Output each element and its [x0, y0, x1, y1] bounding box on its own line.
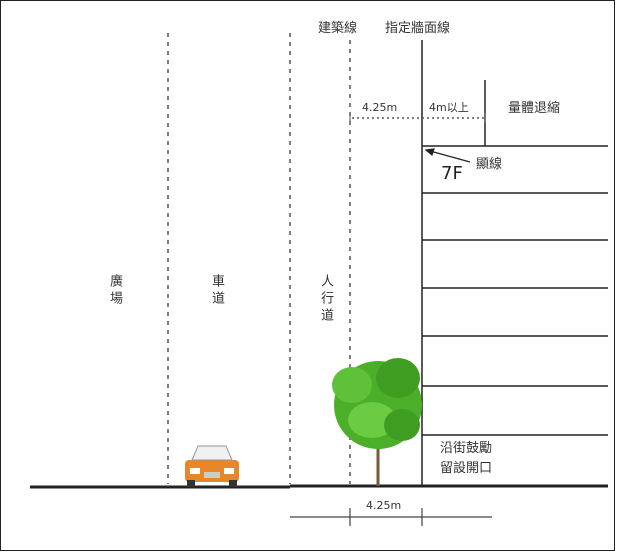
bottom-dimension-line	[290, 508, 492, 526]
designated-wall-line-label: 指定牆面線	[385, 21, 451, 36]
opening-label-line1: 沿街鼓勵	[440, 441, 493, 456]
tree-icon	[332, 358, 422, 486]
skyline-label: 顯線	[476, 157, 503, 172]
opening-label-line2: 留設開口	[440, 461, 493, 476]
skyline-arrow	[424, 148, 471, 163]
plaza-label: 廣場	[107, 274, 122, 308]
roadway-label: 車道	[209, 274, 224, 308]
building	[422, 145, 608, 436]
building-line-label: 建築線	[318, 21, 358, 36]
bottom-dimension-label: 4.25m	[366, 499, 402, 512]
floor-count-label: 7F	[441, 163, 463, 184]
car-icon	[185, 445, 239, 487]
setback-right-label: 4m以上	[429, 101, 469, 114]
sidewalk-label: 人行道	[318, 274, 333, 325]
setback-left-label: 4.25m	[362, 101, 398, 114]
upper-setback-label: 量體退縮	[508, 101, 561, 116]
